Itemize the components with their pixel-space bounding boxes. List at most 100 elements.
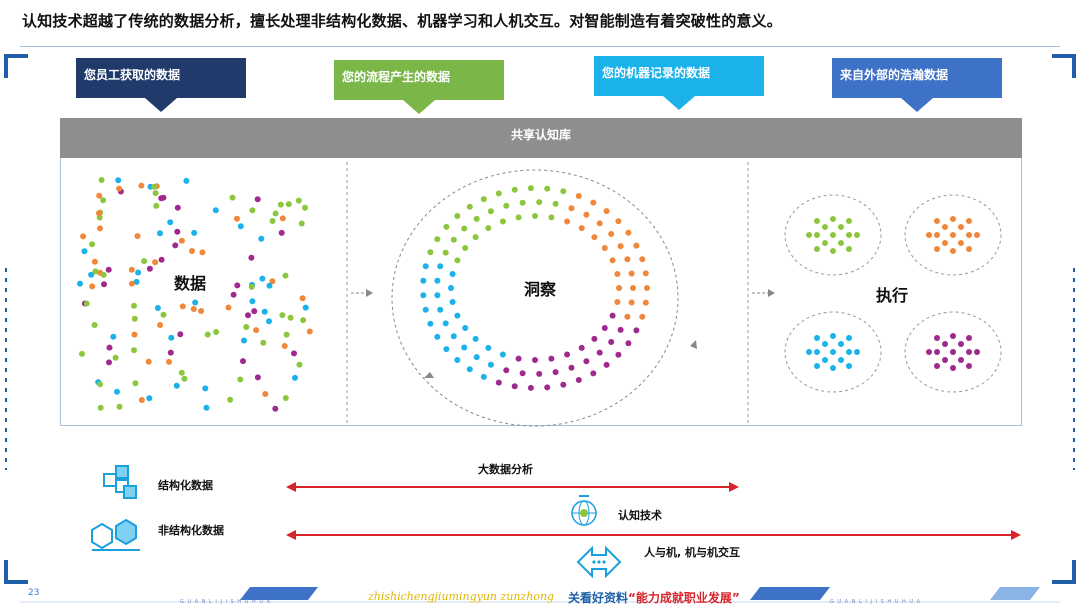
data-dot <box>279 215 286 222</box>
data-dot <box>942 240 948 246</box>
source-callout-process: 您的流程产生的数据 <box>334 60 504 114</box>
data-dot <box>934 363 940 369</box>
data-dot <box>166 358 172 365</box>
shared-knowledge-bar: 共享认知库 <box>60 118 1022 158</box>
data-dot <box>237 376 244 383</box>
data-dot <box>178 369 185 376</box>
data-dot <box>958 357 964 363</box>
data-dot <box>128 280 135 287</box>
data-dot <box>146 395 153 402</box>
data-dot <box>601 325 608 331</box>
source-callout-external: 来自外部的浩瀚数据 <box>832 58 1002 112</box>
data-dot <box>830 232 836 238</box>
data-dot <box>448 285 454 291</box>
data-dot <box>617 326 624 333</box>
data-dot <box>422 306 429 313</box>
data-dot <box>461 225 468 232</box>
data-dot <box>154 305 161 311</box>
data-dot <box>966 349 972 355</box>
data-dot <box>830 349 836 355</box>
data-dot <box>89 241 96 248</box>
data-dot <box>251 308 258 315</box>
data-dot <box>454 312 461 319</box>
data-dot <box>950 333 956 339</box>
data-dot <box>259 275 266 282</box>
data-dot <box>160 311 167 318</box>
data-dot <box>814 246 820 252</box>
data-dot <box>442 320 449 327</box>
data-dot <box>966 232 972 238</box>
data-dot <box>253 327 260 334</box>
data-dot <box>261 308 268 315</box>
data-dot <box>153 202 160 209</box>
data-dot <box>487 361 494 368</box>
data-dot <box>213 329 220 335</box>
footer-decor <box>990 587 1040 600</box>
data-dot <box>422 263 429 270</box>
data-dot <box>434 277 441 284</box>
footer-decor <box>240 587 318 600</box>
data-dot <box>974 349 980 355</box>
data-dot <box>192 299 199 306</box>
cubes-icon <box>103 465 137 499</box>
legend-hmi: 人与机, 机与机交互 <box>644 546 741 559</box>
data-dot <box>204 331 211 338</box>
brand-small: G U A N L I J I S H U H U A <box>180 599 271 605</box>
data-dot <box>596 220 603 227</box>
data-dot <box>628 270 635 277</box>
data-dot <box>814 232 820 238</box>
data-dot <box>174 204 181 211</box>
data-dot <box>92 268 99 275</box>
data-dot <box>568 364 575 371</box>
data-dot <box>830 216 836 222</box>
data-dot <box>97 381 103 388</box>
data-dot <box>152 190 159 197</box>
footer-pinyin: zhishichengjiumingyun zunzhong <box>368 590 555 603</box>
data-dot <box>575 193 582 199</box>
data-dot <box>926 232 932 238</box>
data-dot <box>822 357 828 363</box>
data-dot <box>272 210 279 217</box>
data-dot <box>830 248 836 254</box>
data-dot <box>926 349 932 355</box>
data-dot <box>100 197 107 204</box>
data-dot <box>131 347 137 354</box>
data-dot <box>950 232 956 238</box>
data-dot <box>434 333 441 340</box>
data-dot <box>560 381 567 388</box>
data-dot <box>480 196 487 203</box>
data-dot <box>230 291 237 298</box>
data-dot <box>437 263 444 270</box>
data-dot <box>564 218 571 225</box>
data-dot <box>199 249 206 256</box>
data-dot <box>544 185 551 192</box>
big-data-arrow <box>286 482 739 492</box>
arrow-right-icon <box>752 289 775 297</box>
data-dot <box>420 292 427 299</box>
data-dot <box>625 340 632 347</box>
data-dot <box>131 315 138 322</box>
source-callout-machines: 您的机器记录的数据 <box>594 56 764 110</box>
data-dot <box>203 404 210 411</box>
data-dot <box>300 317 307 324</box>
interaction-arrows-icon <box>576 545 622 579</box>
data-dot <box>146 265 153 272</box>
data-dot <box>173 382 180 389</box>
stage-execute-label: 执行 <box>876 286 909 305</box>
source-label: 您员工获取的数据 <box>84 68 181 82</box>
data-dot <box>437 306 444 313</box>
data-dot <box>552 200 559 207</box>
data-dot <box>172 242 179 249</box>
data-dot <box>100 271 107 278</box>
cycle-arrow-icon <box>424 372 434 378</box>
data-dot <box>291 350 297 357</box>
data-dot <box>138 397 145 403</box>
data-dot <box>91 258 98 265</box>
data-dot <box>434 292 441 299</box>
data-dot <box>806 232 812 238</box>
legend-unstructured: 非结构化数据 <box>158 524 224 537</box>
data-dot <box>590 199 597 206</box>
data-dot <box>575 377 582 383</box>
data-dot <box>131 302 137 309</box>
